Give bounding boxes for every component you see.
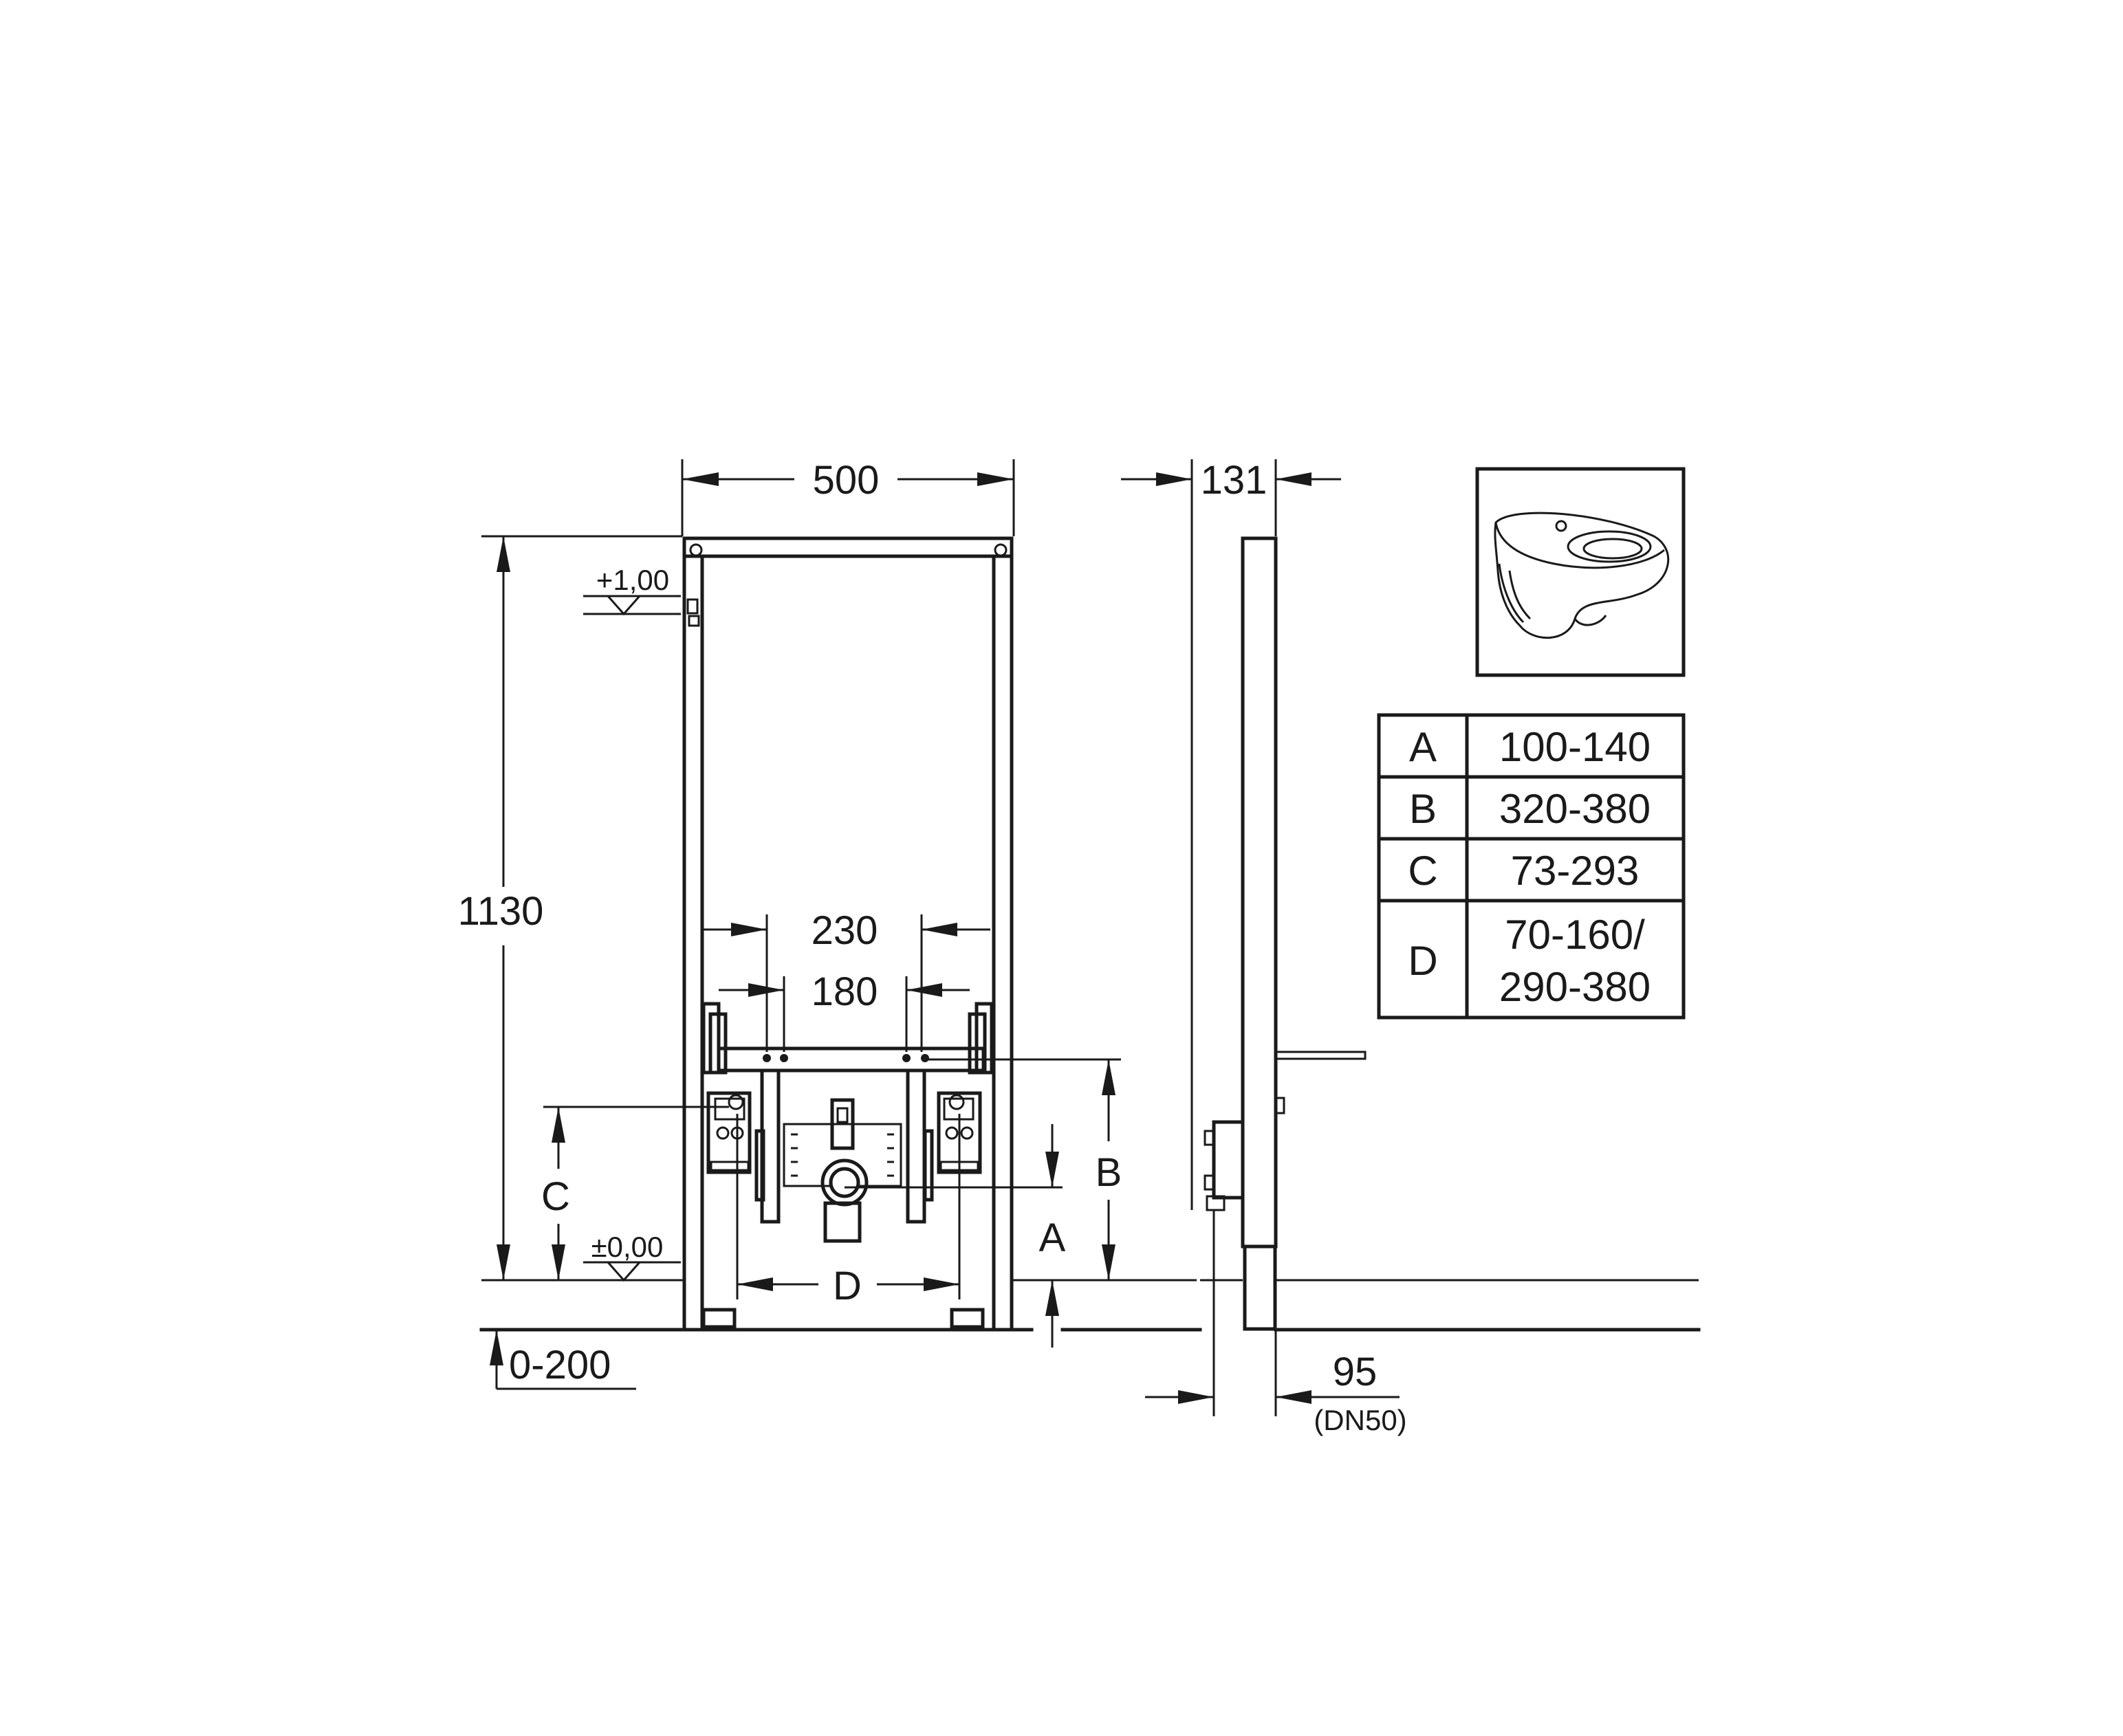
top-level-marker: +1,00 (583, 564, 681, 616)
table-row-d: D 70-160/ 290-380 (1408, 912, 1651, 1010)
table-row-c: C 73-293 (1408, 848, 1639, 894)
outer-spacing-label: 230 (812, 908, 878, 953)
side-view: 131 95 (DN50) (1121, 458, 1701, 1436)
row-key: C (1408, 848, 1437, 894)
table-row-a: A 100-140 (1409, 724, 1651, 770)
floor-adjust-label: 0-200 (509, 1343, 611, 1387)
dim-d: D (736, 1114, 961, 1308)
width-label: 500 (813, 458, 880, 503)
row-key: A (1409, 724, 1437, 770)
dim-b: B (928, 1058, 1122, 1280)
row-value: 70-160/ (1505, 912, 1645, 958)
row-value: 100-140 (1499, 724, 1651, 770)
dim-c: C (541, 1106, 729, 1280)
dim-b-label: B (1096, 1150, 1122, 1195)
height-label: 1130 (458, 889, 544, 934)
inner-spacing-label: 180 (812, 969, 878, 1014)
width-dimension: 500 (681, 458, 1015, 536)
dim-d-label: D (833, 1264, 862, 1308)
top-level-label: +1,00 (596, 564, 669, 596)
depth-dimension: 131 (1121, 458, 1341, 1210)
row-key: B (1409, 786, 1437, 832)
floor-level-marker: ±0,00 (481, 1231, 1197, 1282)
row-value: 320-380 (1499, 786, 1651, 832)
row-value: 290-380 (1499, 964, 1651, 1010)
drain-offset-dimension: 95 (DN50) (1145, 1210, 1407, 1436)
depth-label: 131 (1201, 458, 1267, 503)
dim-a-label: A (1039, 1216, 1066, 1260)
drain-offset-label: 95 (1333, 1350, 1378, 1394)
height-dimension: 1130 (458, 535, 682, 1280)
outer-spacing-dimension: 230 (701, 908, 990, 1052)
front-view: 500 1130 +1,00 (458, 458, 1202, 1390)
dimension-table: A 100-140 B 320-380 C 73-293 D 70-160/ 2… (1377, 713, 1686, 1020)
floor-adjust-dimension: 0-200 (490, 1330, 636, 1390)
table-row-b: B 320-380 (1409, 786, 1651, 832)
inner-spacing-dimension: 180 (719, 969, 970, 1052)
dim-c-label: C (541, 1174, 570, 1219)
dim-a: A (845, 1124, 1066, 1348)
row-key: D (1408, 938, 1437, 984)
drain-size-label: (DN50) (1314, 1404, 1406, 1436)
bidet-icon (1494, 512, 1670, 639)
floor-level-label: ±0,00 (591, 1231, 664, 1263)
row-value: 73-293 (1511, 848, 1640, 894)
product-thumbnail (1475, 467, 1686, 677)
